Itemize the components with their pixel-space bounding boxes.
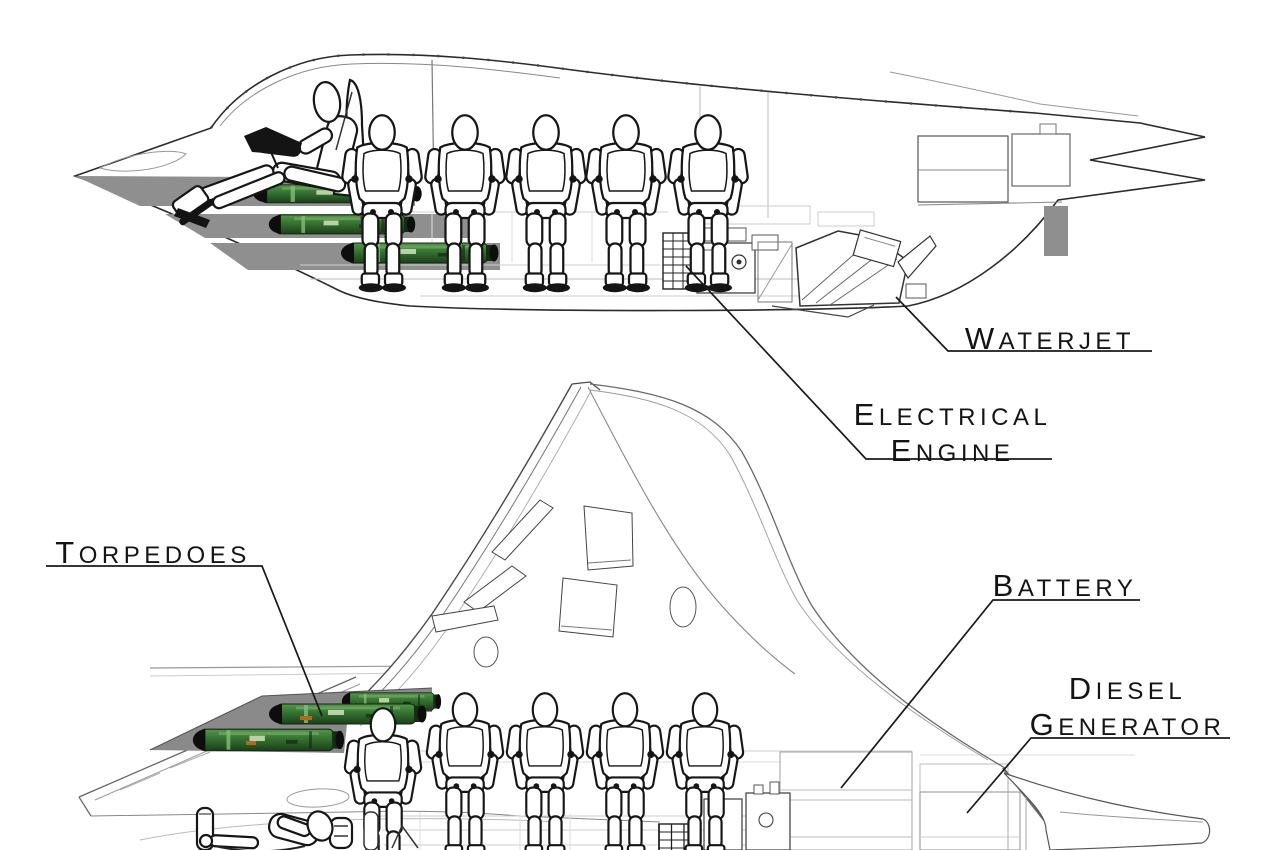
bottom-engine-machinery xyxy=(658,781,791,850)
diesel-generator-compartment xyxy=(919,763,1021,850)
sail-windows xyxy=(431,499,697,668)
torpedoes-leader-line xyxy=(46,565,323,717)
tail-stabilizer-blade xyxy=(1003,772,1211,850)
aft-equipment-boxes xyxy=(917,123,1071,206)
label-diesel-generator: DIESEL GENERATOR xyxy=(1020,672,1235,744)
reclined-pilot-figure xyxy=(195,806,419,850)
label-electrical-engine: ELECTRICAL ENGINE xyxy=(845,398,1060,470)
waterjet-leader-line xyxy=(895,296,1152,352)
torpedo-bottom-2 xyxy=(268,703,427,725)
label-electrical-engine-line1: ELECTRICAL xyxy=(853,397,1052,432)
battery-leader-line xyxy=(840,599,1140,789)
torpedo-bottom-3 xyxy=(192,728,345,752)
porthole-1 xyxy=(669,586,697,628)
label-torpedoes-text: TORPEDOES xyxy=(55,535,251,570)
porthole-2 xyxy=(473,636,499,668)
waterjet-assembly xyxy=(771,229,937,318)
tail-structure xyxy=(589,383,1211,850)
label-battery: BATTERY xyxy=(985,569,1145,605)
label-waterjet-text: WATERJET xyxy=(964,321,1136,356)
torpedo-orange-marking xyxy=(300,716,312,720)
label-electrical-engine-line2: ENGINE xyxy=(890,433,1015,468)
diesel-generator-leader-line xyxy=(966,737,1230,814)
label-waterjet: WATERJET xyxy=(948,322,1152,358)
top-view-side-profile xyxy=(72,53,1206,318)
callout-leader-lines xyxy=(46,265,1230,814)
label-diesel-generator-line2: GENERATOR xyxy=(1029,707,1226,742)
label-battery-text: BATTERY xyxy=(992,568,1138,603)
diver-figure-bottom-4 xyxy=(585,692,665,850)
label-torpedoes: TORPEDOES xyxy=(44,536,262,572)
label-diesel-generator-line1: DIESEL xyxy=(1068,671,1187,706)
battery-compartment xyxy=(779,751,913,850)
electrical-engine-leader-line xyxy=(685,265,1052,460)
bottom-view-rear-quarter xyxy=(78,381,1211,850)
